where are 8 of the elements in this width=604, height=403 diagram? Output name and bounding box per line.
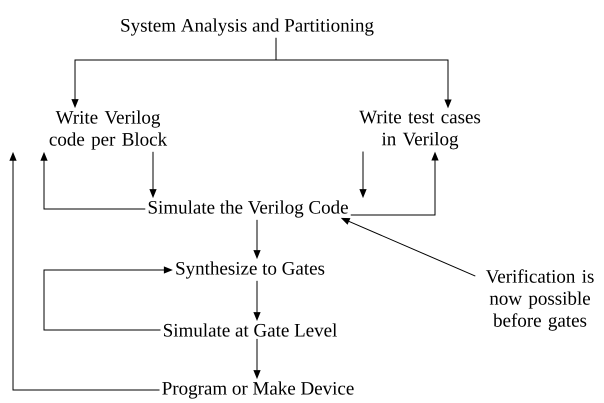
- step-text: Synthesize to Gates: [176, 261, 324, 279]
- step-text: System Analysis and Partitioning: [121, 18, 374, 36]
- step-text: Simulate at Gate Level: [164, 323, 337, 337]
- step-text: Simulate the Verilog Code: [148, 200, 348, 218]
- step-text: Verification is now possible before gates: [486, 269, 594, 331]
- step-text: Write test cases in Verilog: [359, 110, 480, 150]
- step-text: Write Verilog code per Block: [50, 110, 168, 150]
- step-text: Program or Make Device: [162, 381, 354, 399]
